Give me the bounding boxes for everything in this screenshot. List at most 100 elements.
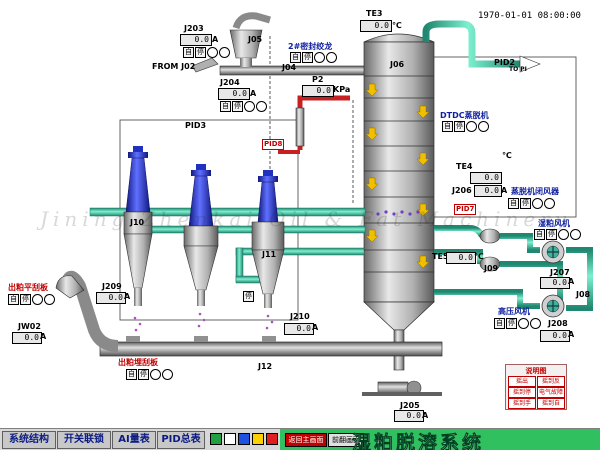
- te4-value: 0.0: [470, 172, 502, 184]
- home-screen-button[interactable]: 返回主画面: [285, 433, 327, 447]
- j210-side-control[interactable]: 停: [243, 291, 254, 302]
- j06-label: J06: [390, 60, 405, 69]
- nav-switch-interlock[interactable]: 开关联锁: [57, 431, 111, 449]
- run-toggle[interactable]: 停: [138, 369, 149, 380]
- indicator-blue[interactable]: [238, 433, 250, 445]
- j208-unit: A: [568, 330, 575, 339]
- run-toggle[interactable]: 停: [506, 318, 517, 329]
- scraper-bury-controls[interactable]: 自 停: [126, 369, 173, 380]
- indicator-green[interactable]: [210, 433, 222, 445]
- cyclone-3: [251, 170, 285, 308]
- wet-fan-label: 湿粕风机: [538, 219, 570, 228]
- nav-ai-table[interactable]: AI量表: [112, 431, 156, 449]
- run-toggle[interactable]: 停: [243, 291, 254, 302]
- run-toggle[interactable]: 停: [302, 52, 313, 63]
- j203-tag: J203: [184, 24, 204, 33]
- j206-unit: A: [501, 186, 508, 195]
- p2-value: 0.0: [302, 85, 334, 97]
- scraper-out-label: 出粕平刮板: [8, 283, 48, 292]
- nav-system-structure[interactable]: 系统结构: [2, 431, 56, 449]
- j203-value: 0.0: [180, 34, 212, 46]
- system-title: 湿粕脱溶系统: [352, 432, 485, 450]
- legend-item: 摇到反: [537, 376, 565, 387]
- run-toggle[interactable]: 停: [232, 101, 243, 112]
- legend-title: 说明图: [525, 367, 547, 375]
- status-lamp-2: [530, 318, 541, 329]
- te4-unit: ℃: [502, 151, 512, 160]
- dtdc-controls[interactable]: 自 停: [442, 121, 489, 132]
- run-toggle[interactable]: 停: [195, 47, 206, 58]
- mode-toggle[interactable]: 自: [8, 294, 19, 305]
- mode-toggle[interactable]: 自: [183, 47, 194, 58]
- pid8-tag[interactable]: PID8: [262, 139, 285, 150]
- mode-toggle[interactable]: 自: [508, 198, 519, 209]
- j207-value: 0.0: [540, 277, 570, 289]
- status-lamp-1: [518, 318, 529, 329]
- j210-unit: A: [312, 323, 319, 332]
- te5-tag: TE5: [432, 252, 449, 261]
- pid3-label: PID3: [185, 121, 207, 130]
- j208-tag: J208: [548, 319, 568, 328]
- j209-unit: A: [124, 292, 131, 301]
- status-lamp-2: [478, 121, 489, 132]
- mode-toggle[interactable]: 自: [126, 369, 137, 380]
- scraper-out-controls[interactable]: 自 停: [8, 294, 55, 305]
- indicator-white[interactable]: [224, 433, 236, 445]
- hp-fan-controls[interactable]: 自 停: [494, 318, 541, 329]
- legend-panel: 说明图 摇出 摇到反 摇到停 电气故障 摇到手 摇到自: [505, 364, 567, 410]
- status-lamp-2: [570, 229, 581, 240]
- mode-toggle[interactable]: 自: [290, 52, 301, 63]
- te4-tag: TE4: [456, 162, 473, 171]
- status-lamp-1: [558, 229, 569, 240]
- timestamp: 1970-01-01 08:00:00: [478, 11, 581, 21]
- run-toggle[interactable]: 停: [20, 294, 31, 305]
- mode-toggle[interactable]: 自: [220, 101, 231, 112]
- status-lamp-1: [314, 52, 325, 63]
- run-toggle[interactable]: 停: [546, 229, 557, 240]
- scraper-bury-label: 出粕埋刮板: [118, 358, 158, 367]
- indicator-red[interactable]: [266, 433, 278, 445]
- hp-fan-label: 高压风机: [498, 307, 530, 316]
- seal-auger-controls[interactable]: 自 停: [290, 52, 337, 63]
- dtdc-fan-controls[interactable]: 自 停: [508, 198, 555, 209]
- j204-unit: A: [250, 89, 257, 98]
- j207-tag: J207: [550, 268, 570, 277]
- cyclone-1: [123, 146, 153, 306]
- legend-item: 电气故障: [537, 387, 565, 398]
- j10-label: J10: [130, 218, 145, 227]
- indicator-yellow[interactable]: [252, 433, 264, 445]
- legend-item: 摇到停: [508, 387, 536, 398]
- wet-fan-controls[interactable]: 自 停: [534, 229, 581, 240]
- seal-auger-label: 2#密封绞龙: [288, 42, 333, 51]
- te3-unit: ℃: [392, 21, 402, 30]
- run-toggle[interactable]: 停: [454, 121, 465, 132]
- hopper-j05: [229, 29, 263, 59]
- pid7-tag[interactable]: PID7: [454, 204, 477, 215]
- status-lamp-1: [244, 101, 255, 112]
- te5-value: 0.0: [446, 252, 476, 264]
- mode-toggle[interactable]: 自: [534, 229, 545, 240]
- status-lamp-1: [532, 198, 543, 209]
- te3-tag: TE3: [366, 9, 383, 18]
- j209-tag: J209: [102, 282, 122, 291]
- j204-controls[interactable]: 自 停: [220, 101, 267, 112]
- status-lamp-2: [162, 369, 173, 380]
- j205-value: 0.0: [394, 410, 424, 422]
- status-lamp-1: [466, 121, 477, 132]
- run-toggle[interactable]: 停: [520, 198, 531, 209]
- nav-pid-table[interactable]: PID总表: [157, 431, 205, 449]
- mode-toggle[interactable]: 自: [442, 121, 453, 132]
- j05-label: J05: [248, 35, 263, 44]
- j204-tag: J204: [220, 78, 240, 87]
- legend-item: 摇到自: [537, 398, 565, 409]
- watermark: Jining Zhenkai Oil & Fat Machinery: [40, 207, 572, 231]
- mode-toggle[interactable]: 自: [494, 318, 505, 329]
- j208-value: 0.0: [540, 330, 570, 342]
- prev-screen-button[interactable]: 前翻画面: [328, 433, 364, 447]
- j12-label: J12: [258, 362, 273, 371]
- j203-controls[interactable]: 自 停: [183, 47, 230, 58]
- j210-value: 0.0: [284, 323, 314, 335]
- j210-tag: J210: [290, 312, 310, 321]
